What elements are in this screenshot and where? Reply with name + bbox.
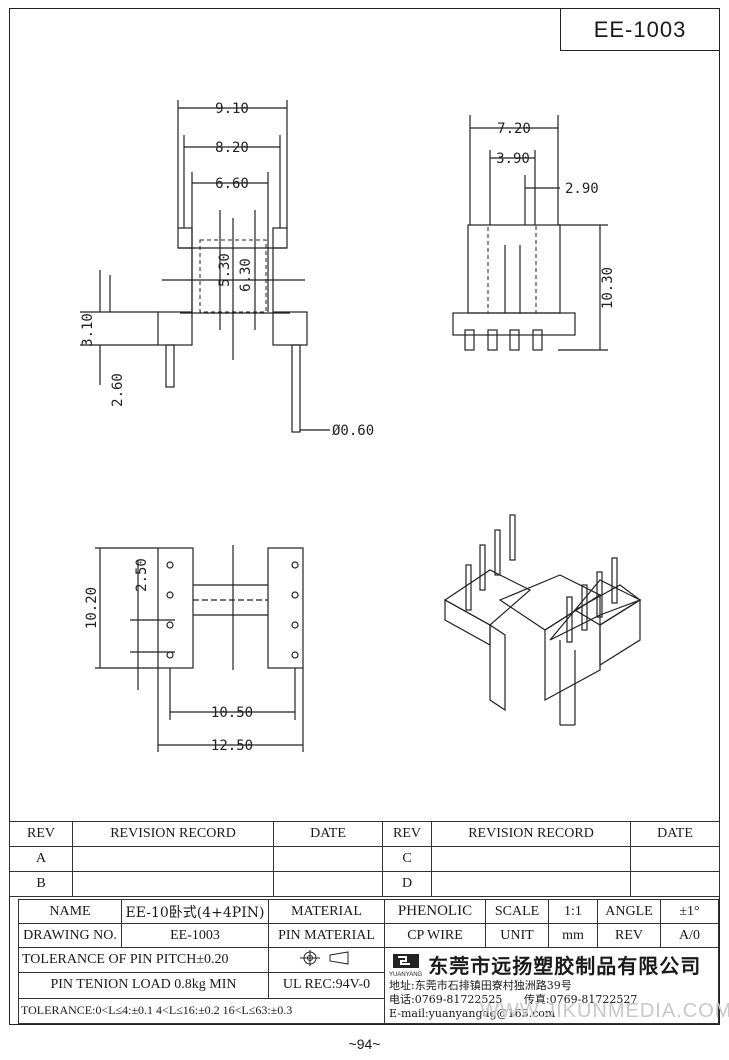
revision-record-cell [431,871,631,897]
dim-8-20: 8.20 [215,140,249,156]
company-fax: 传真:0769-81722527 [523,993,638,1006]
date-cell [630,846,720,872]
revision-record-header: REVISION RECORD [72,821,274,847]
drawing-id-box: EE-1003 [560,8,720,51]
logo-text: YUANYANG [389,971,423,978]
dim-2-90: 2.90 [565,181,599,197]
pin-tension-load: PIN TENION LOAD 0.8kg MIN [18,972,269,999]
projection-symbol-icon [299,949,348,966]
company-logo: YUANYANG [389,952,422,978]
rev-row-c: C [382,846,432,872]
company-name: 东莞市远扬塑胶制品有限公司 [428,954,702,978]
date-cell [273,846,383,872]
revision-record-header-2: REVISION RECORD [431,821,631,847]
dim-10-20: 10.20 [84,587,100,629]
tolerance-pin-pitch: TOLERANCE OF PIN PITCH±0.20 [18,946,269,974]
material-value: PHENOLIC [384,899,486,924]
date-header-2: DATE [630,821,720,847]
watermark: WWW.JIKUNMEDIA.COM [480,1000,729,1022]
front-view [80,100,330,433]
logo-icon [392,953,419,968]
dim-2-50: 2.50 [134,558,150,592]
revision-record-cell [72,846,274,872]
rev-header-2: REV [382,821,432,847]
unit-label: UNIT [485,923,549,948]
dim-diameter-0-60: Ø0.60 [332,423,374,439]
dim-7-20: 7.20 [497,121,531,137]
rev-header: REV [9,821,73,847]
isometric-view [443,514,642,726]
dim-10-30: 10.30 [600,267,616,309]
dim-2-60: 2.60 [110,373,126,407]
dim-3-10: 3.10 [80,313,96,347]
company-email: E-mail:yuanyangdg@163.com [389,1007,556,1020]
ul-rec: UL REC:94V-0 [268,972,385,999]
drawing-no-value: EE-1003 [121,923,269,948]
dim-6-60: 6.60 [215,176,249,192]
dim-3-90: 3.90 [496,151,530,167]
company-block: YUANYANG 东莞市远扬塑胶制品有限公司 地址:东莞市石排镇田寮村独洲路39… [384,947,719,1024]
date-cell [273,871,383,897]
revision-record-cell [72,871,274,897]
revision-table: REV REVISION RECORD DATE REV REVISION RE… [9,821,720,897]
side-view [452,115,608,351]
drawing-id: EE-1003 [593,16,687,42]
company-address: 地址:东莞市石排镇田寮村独洲路39号 [389,979,572,992]
scale-value: 1:1 [548,899,598,924]
rev-label: REV [597,923,661,948]
symbol-cell [268,946,385,974]
dim-12-50: 12.50 [211,738,253,754]
name-label: NAME [18,899,122,924]
angle-value: ±1° [660,899,719,924]
material-label: MATERIAL [268,899,385,924]
rev-row-d: D [382,871,432,897]
rev-row-b: B [9,871,73,897]
rev-value: A/0 [660,923,719,948]
dim-5-30: 5.30 [217,253,233,287]
drawing-frame [9,8,720,1025]
dim-6-30: 6.30 [238,258,254,292]
pin-material-value: CP WIRE [384,923,486,948]
angle-label: ANGLE [597,899,661,924]
unit-value: mm [548,923,598,948]
company-tel: 电话:0769-81722525 [389,993,503,1006]
date-header: DATE [273,821,383,847]
dim-9-10: 9.10 [215,101,249,117]
page-number: ~94~ [348,1036,381,1052]
revision-record-cell [431,846,631,872]
title-block: NAME EE-10卧式(4+4PIN) MATERIAL PHENOLIC S… [18,899,719,1025]
bottom-view [95,545,304,752]
drawing-no-label: DRAWING NO. [18,923,122,948]
name-value: EE-10卧式(4+4PIN) [121,899,269,924]
tolerance-ranges: TOLERANCE:0<L≤4:±0.1 4<L≤16:±0.2 16<L≤63… [18,997,385,1025]
rev-row-a: A [9,846,73,872]
scale-label: SCALE [485,899,549,924]
date-cell [630,871,720,897]
pin-material-label: PIN MATERIAL [268,923,385,948]
dim-10-50: 10.50 [211,705,253,721]
